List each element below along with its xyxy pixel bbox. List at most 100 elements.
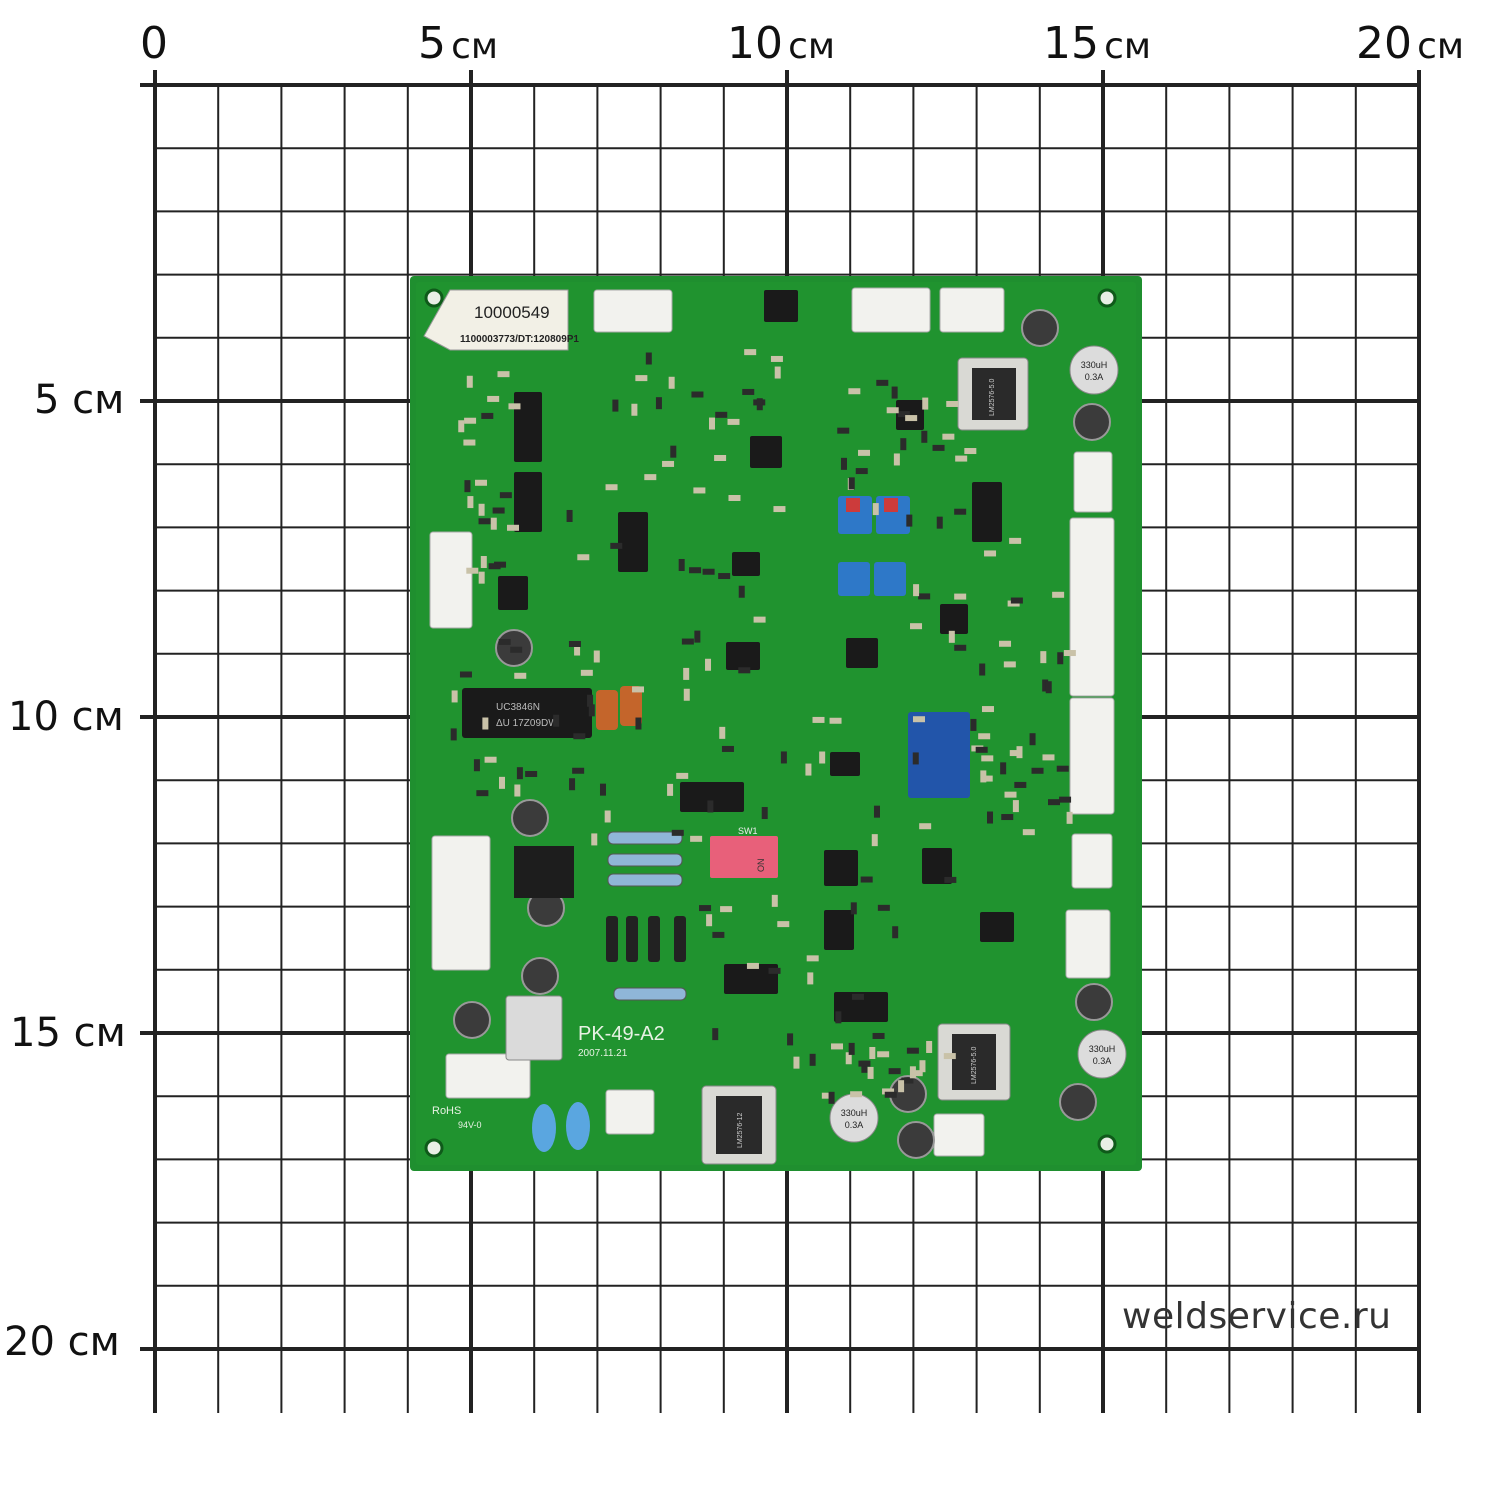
smd-part [1042,754,1055,761]
relay [908,712,970,798]
smd-part [932,444,945,451]
smd-part [906,1047,919,1054]
smd-part [514,784,521,797]
smd-part [728,494,741,501]
smd-part [744,349,757,356]
y-capacitors [532,1102,590,1152]
smd-part [918,593,931,600]
smd-part [604,810,611,823]
smd-part [1048,799,1061,806]
main-ic: UC3846N ΔU 17Z09DW [462,688,592,738]
connector-cn11 [939,287,1005,333]
smd-part [466,567,479,574]
smd-part [694,630,701,643]
to220-devices [505,846,574,1061]
smd-part [499,776,506,789]
smd-part [569,778,576,791]
smd-part [980,775,993,782]
smd-part [807,972,814,985]
smd-part [451,690,458,703]
smd-part [761,807,768,820]
connector-cn3 [1069,697,1115,815]
smd-part [487,395,500,402]
regulator-u16-label: LM2576-5.0 [971,1047,978,1084]
smd-part [1031,767,1044,774]
smd-part [793,1056,800,1069]
smd-part [872,1032,885,1039]
smd-part [892,926,899,939]
smd-part [492,507,505,514]
smd-part [888,1068,901,1075]
smd-part [848,477,855,490]
smd-part [467,496,474,509]
smd-part [910,623,923,630]
smd-part [478,571,485,584]
left-label-20cm: 20 см [4,1319,120,1365]
smd-part [481,412,494,419]
smd-part [670,445,677,458]
smd-part [580,669,593,676]
regulator-u18-label: LM2576-5.0 [989,379,996,416]
smd-part [478,503,485,516]
smd-part [944,876,957,883]
smd-part [876,379,889,386]
smd-part [886,407,899,414]
smd-part [756,398,763,411]
smd-part [850,1091,863,1098]
inductor-1-line2: 0.3A [1085,372,1104,382]
smd-part [858,1060,871,1067]
smd-part [1004,791,1017,798]
smd-part [1001,814,1014,821]
smd-part [568,640,581,647]
smd-part [831,1043,844,1050]
smd-part [946,400,959,407]
smd-part [463,439,476,446]
smd-part [848,388,861,395]
inductor-3-line2: 0.3A [845,1120,864,1130]
smd-part [605,484,618,491]
board-name: PK-49-A2 [578,1023,665,1045]
smd-part [498,638,511,645]
sticker: 10000549 1100003773/DT:120809P1 [423,289,579,351]
smd-part [738,667,751,674]
connector-cn13 [429,531,473,629]
smd-part [1010,597,1023,604]
smd-part [475,479,488,486]
smd-part [683,667,690,680]
smd-part [712,931,725,938]
smd-part [780,751,787,764]
smd-part [975,746,988,753]
smd-part [587,694,594,707]
sticker-line1: 10000549 [474,303,550,322]
smd-components [450,349,1076,1104]
smd-part [464,417,477,424]
smd-part [906,514,913,527]
smd-part [478,518,491,525]
smd-part [922,397,929,410]
smd-part [912,716,925,723]
smd-part [525,770,538,777]
smd-part [1045,681,1052,694]
smd-part [850,902,857,915]
smd-part [812,716,825,723]
smd-part [948,630,955,643]
smd-part [1052,591,1065,598]
smd-part [508,403,521,410]
power-resistors [607,831,687,1001]
smd-part [706,914,713,927]
smd-part [1056,765,1069,772]
smd-part [936,516,943,529]
smd-part [727,418,740,425]
smd-part [835,1011,842,1024]
smd-part [599,783,606,796]
switch-on-label: ON [756,859,766,873]
smd-part [1057,652,1064,665]
smd-part [954,644,967,651]
connector-cn5 [605,1089,655,1135]
smd-part [1014,781,1027,788]
connector-cn4 [851,287,931,333]
smd-part [566,509,573,522]
smd-part [913,584,920,597]
smd-part [668,376,675,389]
smd-part [872,503,879,516]
